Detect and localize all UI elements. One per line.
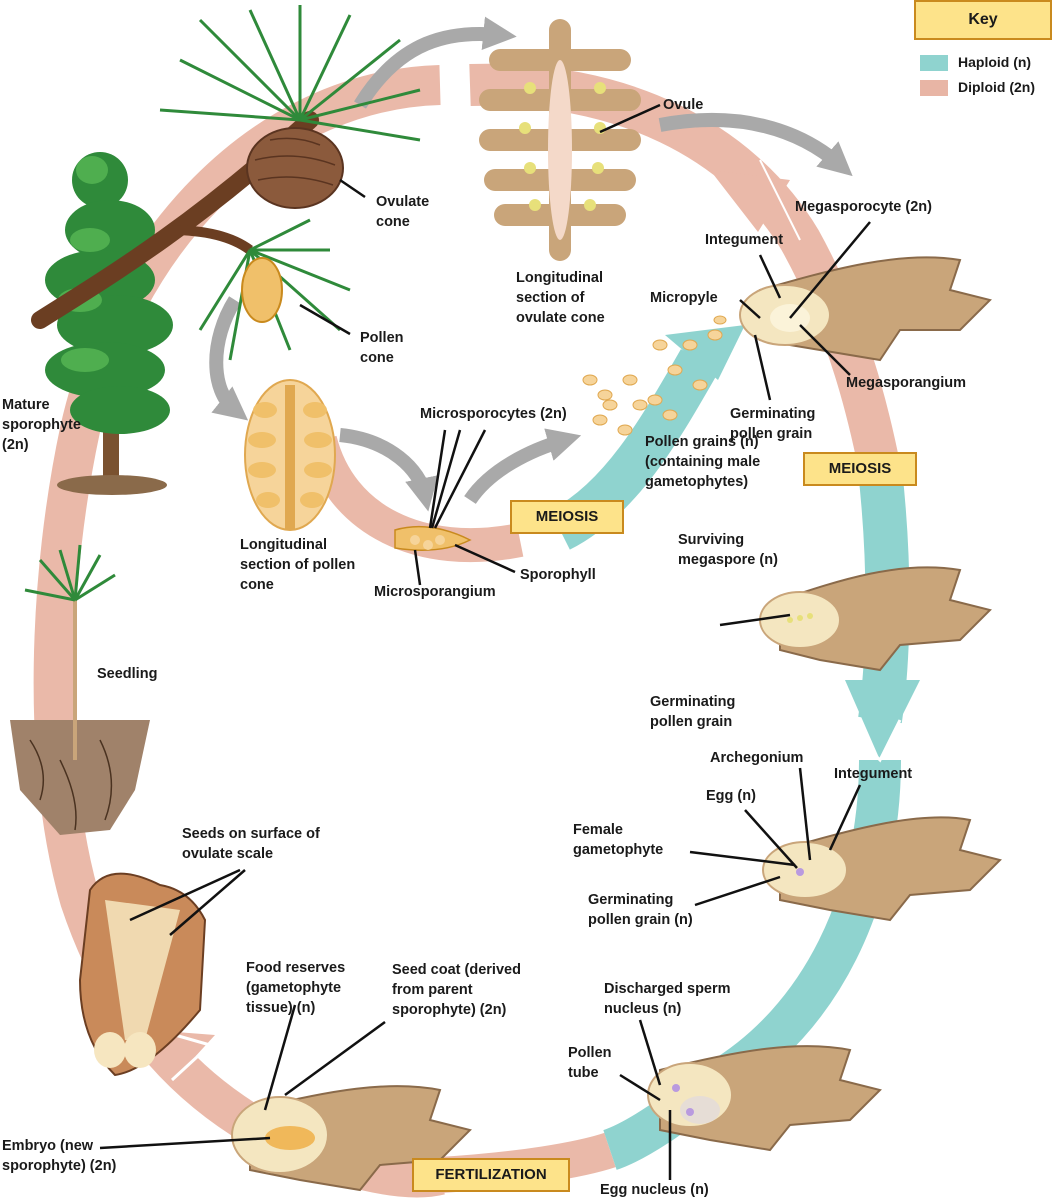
integument-label-top: Integument <box>705 232 784 248</box>
ovulate-section-label: Longitudinal section of ovulate cone <box>516 270 605 326</box>
micropyle-label: Micropyle <box>650 290 718 306</box>
pollen-grains-label: Pollen grains (n) (containing male gamet… <box>645 434 761 490</box>
diploid-key-label: Diploid (2n) <box>958 79 1035 95</box>
germinating-pollen-label-mid: Germinating pollen grain <box>650 694 736 730</box>
pollen-section-label: Longitudinal section of pollen cone <box>240 537 356 593</box>
sporophyll <box>394 525 472 551</box>
egg-label: Egg (n) <box>706 788 756 804</box>
microsporocytes-label: Microsporocytes (2n) <box>420 406 567 422</box>
fertilization-label: FERTILIZATION <box>412 1158 570 1192</box>
seed-scale <box>78 872 207 1077</box>
haploid-arrowhead-down <box>845 680 920 760</box>
megasporangium-label: Megasporangium <box>846 375 967 391</box>
seedling <box>10 544 150 835</box>
pollen-grains <box>582 315 727 436</box>
egg-nucleus-label: Egg nucleus (n) <box>600 1182 709 1198</box>
ovule-stage-3 <box>762 816 1002 922</box>
outline-arrowhead-2 <box>858 719 902 763</box>
grey-arrow-top <box>354 16 517 109</box>
meiosis-label-right: MEIOSIS <box>803 452 917 486</box>
pollen-cone <box>241 257 283 323</box>
grey-arrow-pollencone <box>209 296 249 421</box>
ovule-stage-2 <box>759 566 992 672</box>
mature-sporophyte-label: Mature sporophyte (2n) <box>2 397 81 453</box>
discharged-sperm-label: Discharged sperm nucleus (n) <box>604 981 731 1017</box>
female-gametophyte-label: Female gametophyte <box>573 822 664 858</box>
embryo-label: Embryo (new sporophyte) (2n) <box>2 1138 117 1174</box>
grey-arrow-ovule <box>658 113 853 177</box>
grey-arrow-meiosis <box>464 428 582 505</box>
ovulate-cone-label: Ovulate cone <box>376 194 430 230</box>
integument-label-low: Integument <box>834 766 913 782</box>
pine-branch <box>31 5 421 361</box>
meiosis-label-left: MEIOSIS <box>510 500 624 534</box>
megasporocyte-label: Megasporocyte (2n) <box>795 199 932 215</box>
key-title: Key <box>914 0 1052 40</box>
haploid-swatch <box>920 55 948 71</box>
surviving-megaspore-label: Surviving megaspore (n) <box>678 532 778 568</box>
archegonium-label: Archegonium <box>710 750 804 766</box>
pollen-tube-label: Pollen tube <box>568 1045 612 1081</box>
outline-arrowhead-3 <box>170 1033 213 1082</box>
ovule-stage-4 <box>647 1045 882 1152</box>
seed-embryo-drawing <box>231 1085 472 1192</box>
food-reserves-label: Food reserves (gametophyte tissue) (n) <box>246 960 346 1016</box>
germinating-pollen-label-top: Germinating pollen grain <box>730 406 816 442</box>
seeds-on-surface-label: Seeds on surface of ovulate scale <box>182 826 320 862</box>
microsporangium-label: Microsporangium <box>374 584 496 600</box>
ovule-label: Ovule <box>663 97 704 113</box>
germinating-pollen-label-low: Germinating pollen grain (n) <box>588 892 693 928</box>
haploid-key-label: Haploid (n) <box>958 54 1032 70</box>
diploid-arrowhead-right <box>710 170 790 232</box>
leader-lines <box>99 103 871 1180</box>
haploid-arrowhead-up <box>665 325 745 380</box>
diploid-swatch <box>920 80 948 96</box>
pollen-cone-section <box>244 379 336 531</box>
seedling-label: Seedling <box>97 666 158 682</box>
grey-arrow-section <box>339 428 439 512</box>
outline-arrowhead-1 <box>759 159 801 241</box>
ovulate-cone <box>246 127 344 209</box>
ovule-stage-1 <box>739 256 992 362</box>
ovulate-cone-section <box>479 19 641 261</box>
seed-coat-label: Seed coat (derived from parent sporophyt… <box>392 962 521 1018</box>
sporophyll-label: Sporophyll <box>520 567 596 583</box>
pollen-cone-label: Pollen cone <box>360 330 404 366</box>
